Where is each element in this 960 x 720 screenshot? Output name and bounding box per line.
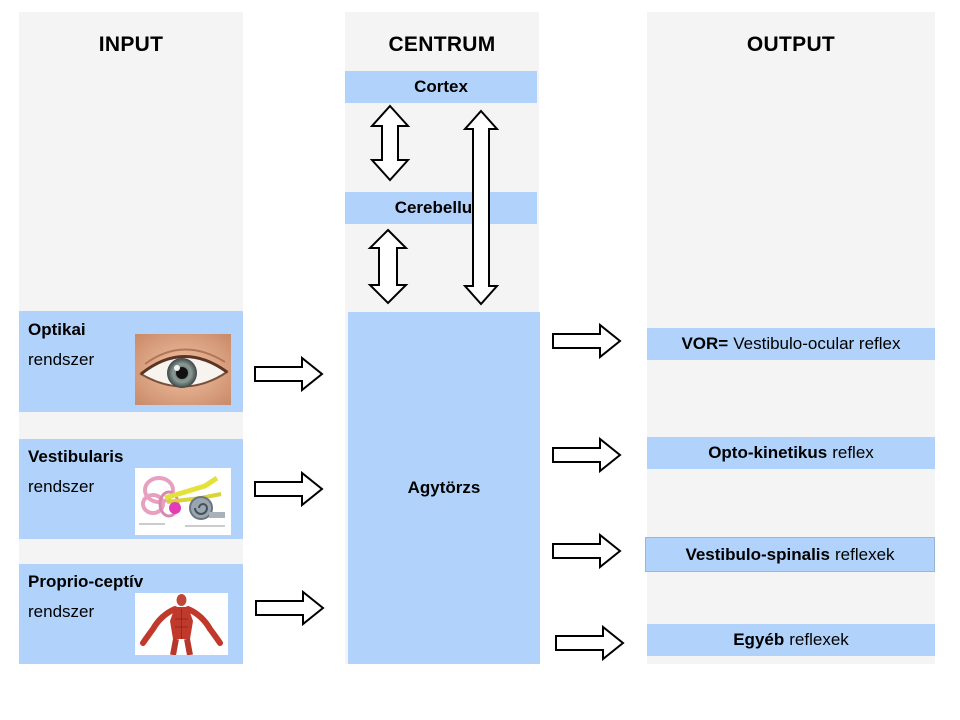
arrow-to-vestibulospinalis bbox=[552, 532, 622, 570]
input-title-optikai: Optikai bbox=[28, 320, 86, 339]
muscle-anatomy-image bbox=[135, 593, 228, 655]
output-text-vor: Vestibulo-ocular reflex bbox=[733, 334, 901, 353]
output-text-optokinetikus: reflex bbox=[832, 443, 874, 462]
arrow-vestibularis-to-agytorzs bbox=[254, 470, 324, 508]
cortex-label: Cortex bbox=[414, 77, 468, 96]
cortex-box: Cortex bbox=[345, 71, 537, 103]
input-title: INPUT bbox=[98, 33, 164, 56]
output-box-vor: VOR=Vestibulo-ocular reflex bbox=[647, 328, 935, 360]
arrow-to-egyeb bbox=[555, 624, 625, 662]
input-title-proprioceptiv: Proprio-ceptív bbox=[28, 572, 144, 591]
cerebellum-label: Cerebellum bbox=[394, 198, 488, 217]
input-label-vestibularis: Vestibularis rendszer bbox=[28, 447, 123, 497]
input-subtitle-proprioceptiv: rendszer bbox=[28, 602, 95, 621]
arrow-optikai-to-agytorzs bbox=[254, 355, 324, 393]
input-subtitle-vestibularis: rendszer bbox=[28, 477, 95, 496]
cerebellum-box: Cerebellum bbox=[345, 192, 537, 224]
output-bold-optokinetikus: Opto-kinetikus bbox=[708, 443, 828, 462]
agytorzs-box: Agytörzs bbox=[348, 312, 540, 664]
eye-image bbox=[135, 334, 231, 405]
output-text-egyeb: reflexek bbox=[789, 630, 849, 649]
arrow-to-vor bbox=[552, 322, 622, 360]
output-title: OUTPUT bbox=[746, 33, 836, 56]
input-subtitle-optikai: rendszer bbox=[28, 350, 95, 369]
arrow-proprioceptiv-to-agytorzs bbox=[255, 589, 325, 627]
centrum-title: CENTRUM bbox=[388, 33, 496, 56]
arrow-to-optokinetikus bbox=[552, 436, 622, 474]
output-text-vestibulospinalis: reflexek bbox=[835, 544, 895, 564]
agytorzs-label: Agytörzs bbox=[407, 478, 481, 497]
input-label-optikai: Optikai rendszer bbox=[28, 320, 94, 370]
inner-ear-image bbox=[135, 468, 231, 535]
output-bold-egyeb: Egyéb bbox=[733, 630, 785, 649]
output-bold-vestibulospinalis: Vestibulo-spinalis bbox=[685, 544, 830, 564]
input-label-proprioceptiv: Proprio-ceptív rendszer bbox=[28, 572, 143, 622]
input-title-vestibularis: Vestibularis bbox=[28, 447, 124, 466]
output-bold-vor: VOR= bbox=[681, 334, 729, 353]
